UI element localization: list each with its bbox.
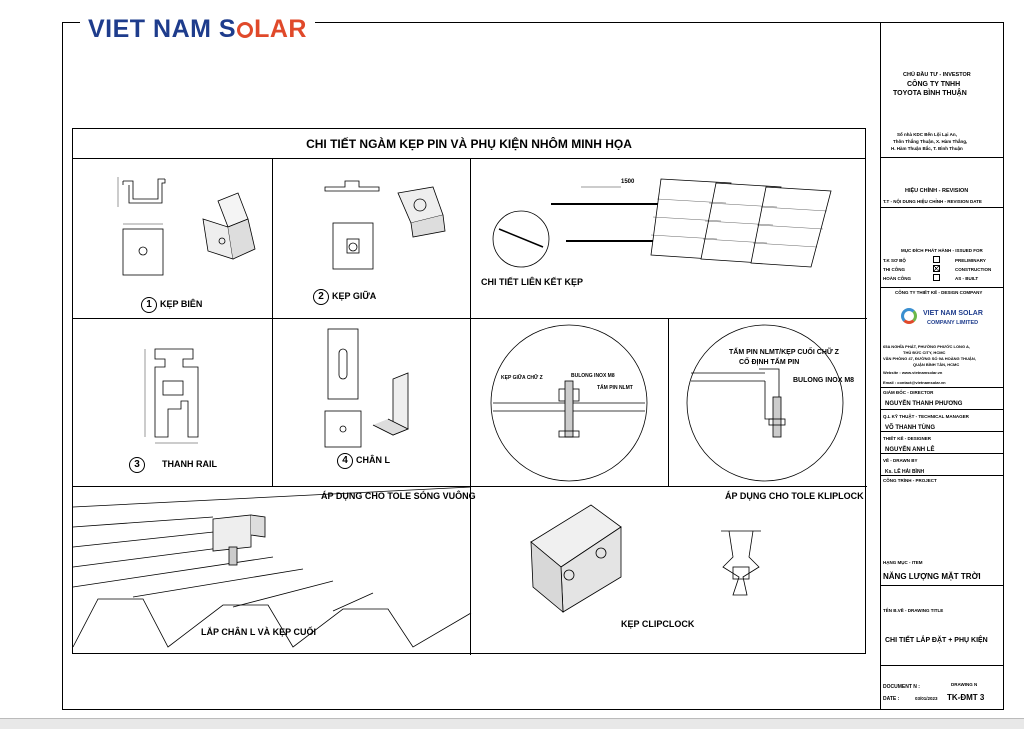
lien-ket-drawing [492,178,832,268]
detail-panel: CHI TIẾT NGÀM KẸP PIN VÀ PHỤ KIỆN NHÔM M… [72,128,867,655]
tb-designer: THIẾT KẾ - DESIGNER NGUYỄN ANH LÊ [881,432,1004,454]
detail2-t3: BULONG INOX M8 [793,377,855,384]
tb-investor: CHỦ ĐẦU TƯ - INVESTOR CÔNG TY TNHH TOYOT… [881,70,1004,158]
construction-checkbox-checked [933,265,940,272]
cell-detail-kep-giua: KẸP GIỮA CHỮ Z BULONG INOX M8 TẤM PIN NL… [471,319,669,487]
tole-song-top: ÁP DỤNG CHO TOLE SÓNG VUÔNG [321,491,476,501]
detail-kep-cuoi-drawing [686,324,844,482]
chan-l-drawing [324,328,409,448]
thanh-rail-drawing [144,348,199,444]
logo-sun-icon [237,22,254,38]
detail1-t1: KẸP GIỮA CHỮ Z [501,375,543,381]
cell-lien-ket: 1500 CHI TIẾT LIÊN KẾT KẸP [471,159,867,319]
kep-giua-drawing [324,180,446,270]
as-built-checkbox [933,274,940,281]
detail2-t1: TẤM PIN NLMT/KẸP CUỐI CHỮ Z [729,349,839,356]
tb-project: CÔNG TRÌNH - PROJECT HẠNG MỤC - ITEM NĂN… [881,476,1004,586]
kliplock-bottom: KẸP CLIPCLOCK [621,619,695,629]
detail-kep-giua-drawing [490,324,648,482]
detail1-t3: TẤM PIN NLMT [597,385,633,391]
preliminary-checkbox [933,256,940,263]
tb-issued: MỤC ĐÍCH PHÁT HÀNH - ISSUED FOR T.K SƠ B… [881,208,1004,288]
tb-director: GIÁM ĐỐC - DIRECTOR NGUYỄN THANH PHƯƠNG [881,388,1004,410]
tole-song-drawing [72,486,472,648]
panel-header: CHI TIẾT NGÀM KẸP PIN VÀ PHỤ KIỆN NHÔM M… [73,129,865,159]
tb-document: DOCUMENT N : DATE : 03/01/2023 DRAWING N… [883,682,985,702]
lien-ket-dim: 1500 [621,179,635,185]
detail1-t2: BULONG INOX M8 [571,373,615,379]
tb-company: CÔNG TY THIẾT KẾ - DESIGN COMPANY VIET N… [881,288,1004,388]
cell-tole-song: ÁP DỤNG CHO TOLE SÓNG VUÔNG LẮP CHÂN L V… [72,486,476,655]
bottom-scrollbar[interactable] [0,718,1024,729]
drawing-frame [62,22,1004,710]
tole-song-bottom: LẮP CHÂN L VÀ KẸP CUỐI [201,627,317,637]
detail2-t2: CỐ ĐỊNH TẤM PIN [739,359,800,366]
tb-drawing-title: TÊN B.VẼ - DRAWING TITLE CHI TIẾT LẮP ĐẶ… [881,586,1004,666]
tb-drawn-by: VẼ - DRAWN BY Ks. LÊ HẢI BÌNH [881,454,1004,476]
kep-bien-drawing [117,177,256,276]
tb-tech-manager: Q.L KỸ THUẬT - TECHNICAL MANAGER VÕ THAN… [881,410,1004,432]
kliplock-top: ÁP DỤNG CHO TOLE KLIPLOCK [725,491,864,501]
company-logo-icon [901,308,917,324]
lien-ket-label: CHI TIẾT LIÊN KẾT KẸP [481,277,584,287]
kliplock-drawing [530,504,761,613]
tb-revision: HIỆU CHỈNH - REVISION T.T - NỘI DUNG HIỆ… [881,158,1004,208]
title-block: CHỦ ĐẦU TƯ - INVESTOR CÔNG TY TNHH TOYOT… [880,22,1004,710]
cell-detail-kep-cuoi: TẤM PIN NLMT/KẸP CUỐI CHỮ Z CỐ ĐỊNH TẤM … [669,319,867,487]
cell-kliplock: ÁP DỤNG CHO TOLE KLIPLOCK KẸP CLIPCLOCK [471,487,867,655]
